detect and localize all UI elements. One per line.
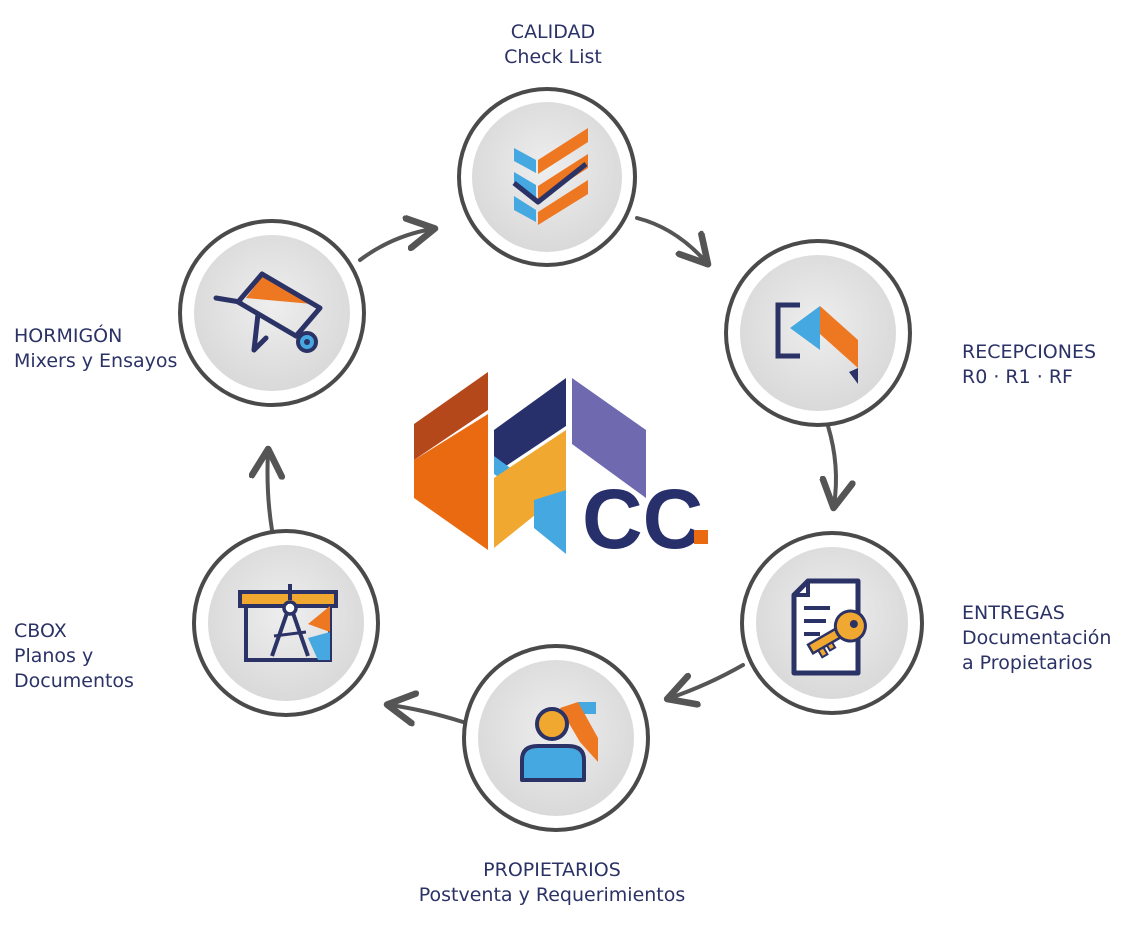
label-entregas: ENTREGAS Documentación a Propietarios xyxy=(962,601,1111,676)
label-cbox-title: CBOX xyxy=(14,620,67,642)
label-hormigon-subtitle: Mixers y Ensayos xyxy=(14,350,178,372)
label-cbox: CBOX Planos y Documentos xyxy=(14,619,134,694)
label-cbox-line3: Documentos xyxy=(14,670,134,692)
label-calidad-subtitle: Check List xyxy=(504,46,602,68)
label-propietarios-title: PROPIETARIOS xyxy=(483,859,621,881)
label-recepciones: RECEPCIONES R0 · R1 · RF xyxy=(962,340,1096,390)
label-entregas-title: ENTREGAS xyxy=(962,602,1065,624)
checklist-icon xyxy=(512,128,588,225)
reception-icon xyxy=(775,302,858,384)
label-entregas-line3: a Propietarios xyxy=(962,652,1093,674)
arrow-calidad-to-recepciones xyxy=(635,216,706,262)
logo-shape-yellow xyxy=(494,430,566,548)
label-hormigon-title: HORMIGÓN xyxy=(14,325,123,347)
logo-shape-purple xyxy=(572,378,646,498)
blueprint-icon xyxy=(238,584,338,662)
node-entregas xyxy=(740,531,924,715)
cc-logo: CC xyxy=(414,372,708,566)
arrow-recepciones-to-entregas xyxy=(828,424,836,505)
arrow-cbox-to-hormigon xyxy=(268,452,273,532)
logo-shape-orange xyxy=(414,414,488,550)
wheelbarrow-icon xyxy=(213,271,323,353)
label-propietarios: PROPIETARIOS Postventa y Requerimientos xyxy=(382,858,722,908)
logo-shape-rust xyxy=(414,372,488,460)
label-propietarios-subtitle: Postventa y Requerimientos xyxy=(418,884,686,906)
arrow-propietarios-to-cbox xyxy=(390,705,465,722)
arrow-entregas-to-propietarios xyxy=(670,663,745,698)
node-hormigon xyxy=(178,219,366,407)
document-key-icon xyxy=(791,578,867,676)
label-recepciones-title: RECEPCIONES xyxy=(962,341,1097,363)
owner-person-icon xyxy=(520,702,598,782)
label-hormigon: HORMIGÓN Mixers y Ensayos xyxy=(14,324,177,374)
arrow-hormigon-to-calidad xyxy=(358,229,432,262)
label-recepciones-subtitle: R0 · R1 · RF xyxy=(962,366,1073,388)
node-cbox xyxy=(192,529,380,717)
node-calidad xyxy=(457,87,637,267)
label-calidad-title: CALIDAD xyxy=(510,21,596,43)
cycle-arrows xyxy=(268,218,837,722)
logo-dot xyxy=(694,530,708,544)
node-propietarios xyxy=(462,644,650,832)
label-entregas-line2: Documentación xyxy=(962,627,1112,649)
logo-shape-navy xyxy=(494,378,566,474)
logo-wordmark: CC xyxy=(582,472,703,566)
label-calidad: CALIDAD Check List xyxy=(453,20,653,70)
node-recepciones xyxy=(724,239,912,427)
logo-shape-blue-lower xyxy=(534,490,566,554)
label-cbox-line2: Planos y xyxy=(14,645,94,667)
